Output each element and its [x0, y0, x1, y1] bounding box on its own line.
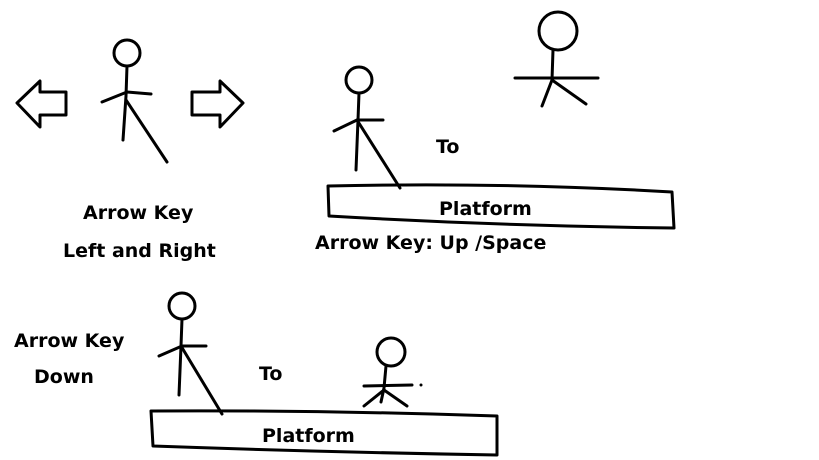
crouch-label-line1: Arrow Key [14, 330, 125, 352]
stick-figure-jumping-icon [513, 10, 600, 108]
left-arrow-icon [15, 79, 68, 129]
stick-figure-before-crouch-icon [157, 291, 224, 416]
bottom-platform-label: Platform [262, 425, 355, 447]
stick-figure-before-jump-icon [332, 65, 402, 190]
stick-figure-standing-icon [100, 38, 169, 164]
move-label-line2: Left and Right [63, 240, 216, 262]
stick-figure-crouching-icon [362, 336, 423, 408]
platform-top [326, 183, 676, 230]
crouch-connector-label: To [259, 363, 283, 385]
jump-caption: Arrow Key: Up /Space [315, 232, 547, 254]
right-arrow-icon [190, 79, 245, 129]
crouch-label-line2: Down [34, 366, 94, 388]
move-label-line1: Arrow Key [83, 202, 194, 224]
jump-connector-label: To [436, 136, 460, 158]
top-platform-label: Platform [439, 198, 532, 220]
platform-bottom [149, 409, 499, 457]
